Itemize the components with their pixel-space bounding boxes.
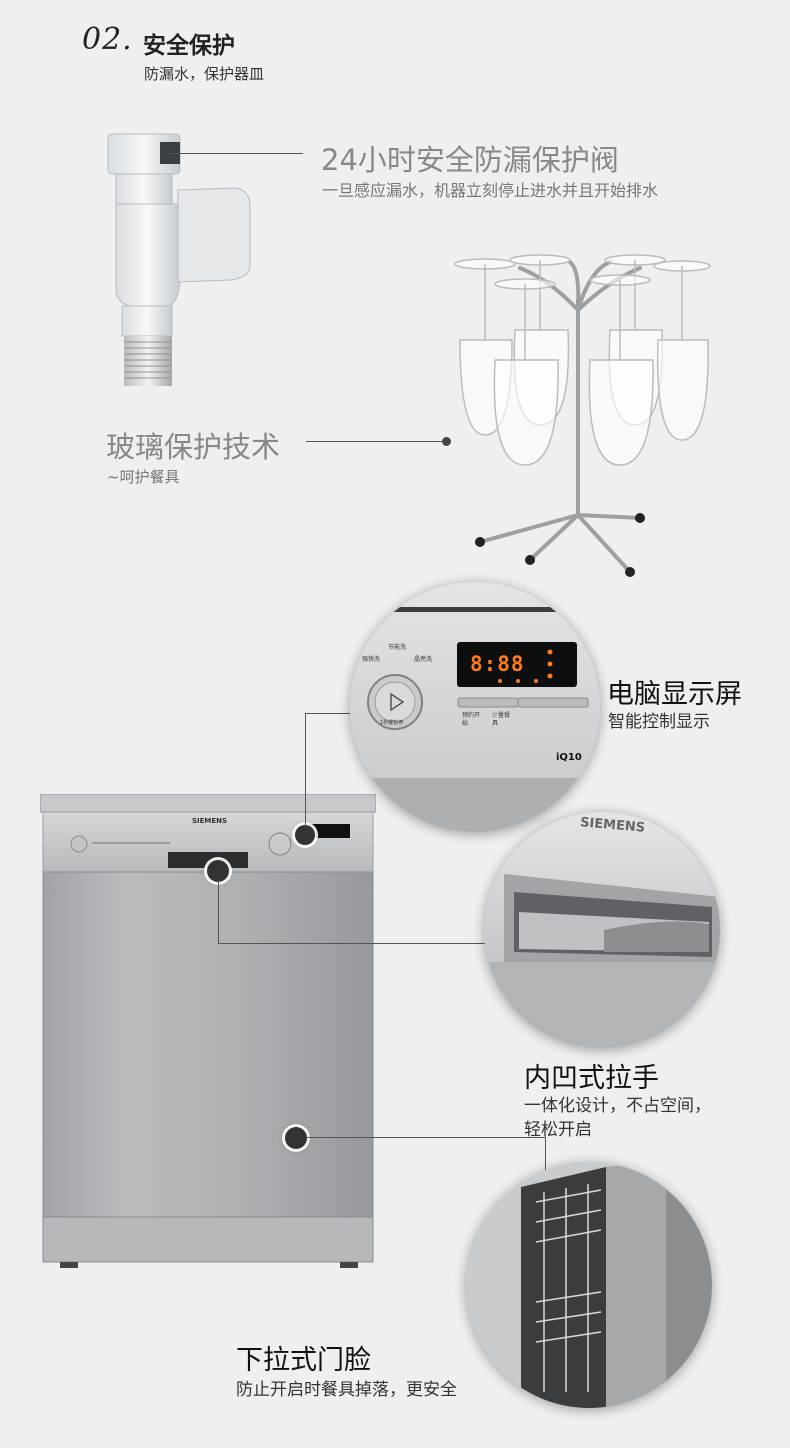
display-desc: 智能控制显示 — [608, 712, 710, 732]
half-load-label: 少量餐具 — [492, 712, 511, 727]
handle-marker-dot — [207, 860, 229, 882]
section-number: 02. — [82, 22, 133, 57]
start-button-label: 1秒键暂停 — [380, 720, 404, 726]
dishwasher-brand: SIEMENS — [192, 817, 228, 825]
valve-desc: 一旦感应漏水，机器立刻停止进水并且开始排水 — [322, 181, 659, 200]
dishwasher-image — [39, 793, 377, 1270]
wine-glass-rack-image — [450, 250, 720, 585]
handle-desc-line1: 一体化设计，不占空间， — [524, 1096, 711, 1116]
program-label-1: 强快洗 — [362, 656, 381, 663]
display-leader-v — [305, 713, 306, 827]
handle-zoom: SIEMENS — [484, 812, 720, 1048]
program-label-3: 晶亮洗 — [414, 656, 433, 663]
glass-leader-dot — [442, 437, 451, 446]
valve-image — [100, 128, 260, 393]
display-marker-dot — [295, 825, 315, 845]
handle-title: 内凹式拉手 — [524, 1063, 659, 1094]
door-leader-h — [306, 1137, 546, 1138]
display-title: 电脑显示屏 — [607, 679, 742, 710]
door-leader-v — [545, 1137, 546, 1175]
valve-title: 24小时安全防漏保护阀 — [321, 143, 619, 177]
model-label: iQ10 — [556, 752, 582, 763]
door-marker-dot — [285, 1127, 307, 1149]
glass-title: 玻璃保护技术 — [106, 430, 281, 464]
door-desc: 防止开启时餐具掉落，更安全 — [236, 1380, 457, 1400]
door-title: 下拉式门脸 — [236, 1345, 371, 1376]
glass-leader-line — [306, 441, 446, 442]
glass-desc: ~呵护餐具 — [107, 468, 180, 486]
section-title: 安全保护 — [143, 33, 235, 59]
display-leader-h — [305, 713, 353, 714]
handle-leader-h — [218, 943, 486, 944]
program-label-2: 节能洗 — [388, 644, 407, 651]
section-subtitle: 防漏水，保护器皿 — [144, 65, 265, 83]
control-panel-zoom: 8:88 强快洗 节能洗 晶亮洗 1秒键暂停 预约开始 少量餐具 iQ10 — [350, 582, 600, 832]
door-zoom — [466, 1162, 712, 1408]
handle-leader-v — [218, 880, 219, 944]
led-display-text: 8:88 — [470, 652, 525, 676]
valve-leader-line — [170, 153, 303, 154]
delay-start-label: 预约开始 — [462, 712, 481, 727]
handle-desc-line2: 轻松开启 — [524, 1120, 592, 1140]
